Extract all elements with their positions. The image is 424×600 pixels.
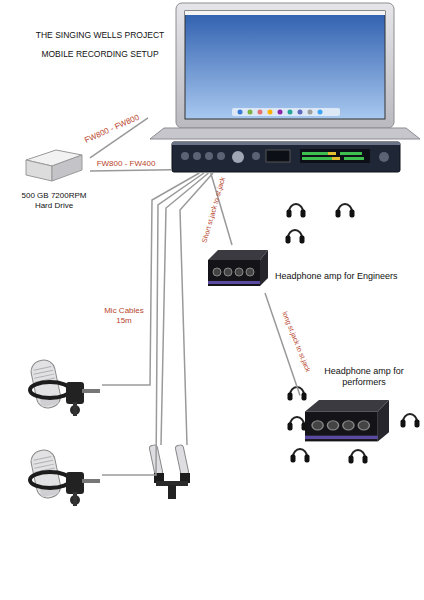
headphone-amp: Headphone amp for performers [300, 366, 412, 450]
cable-connector [102, 173, 199, 385]
pencil-mic [174, 445, 200, 500]
headphones-illustration [286, 204, 420, 464]
microphone-illustration [29, 358, 190, 506]
cable-label: long st.jack to st.jack [280, 310, 312, 373]
cable-connector [90, 170, 172, 171]
headphone-amp: Headphone amp for Engineers [205, 245, 405, 293]
laptop [148, 2, 420, 140]
cable-label: FW800 - FW800 [83, 113, 141, 146]
pencil-mic [148, 445, 174, 500]
cable-label: FW800 - FW400 [97, 159, 156, 169]
cable-connector [161, 173, 208, 445]
hard-drive-illustration [26, 150, 82, 181]
node-label: Headphone amp for performers [320, 366, 408, 388]
cable-connector [102, 173, 204, 475]
node-label: Headphone amp for Engineers [275, 271, 405, 282]
audio-interface-illustration [172, 142, 400, 172]
laptop-illustration [150, 3, 420, 139]
cable-label: Short st.jack to st.jack [201, 176, 228, 244]
diagram-title: THE SINGING WELLS PROJECT MOBILE RECORDI… [20, 26, 180, 64]
node-label: 500 GB 7200RPM Hard Drive [18, 191, 90, 210]
hard-drive: 500 GB 7200RPM Hard Drive [18, 148, 90, 214]
condenser-mic [28, 355, 102, 420]
audio-interface [172, 141, 400, 173]
condenser-mic [28, 445, 102, 515]
cable-label: Mic Cables 15m [101, 306, 147, 325]
